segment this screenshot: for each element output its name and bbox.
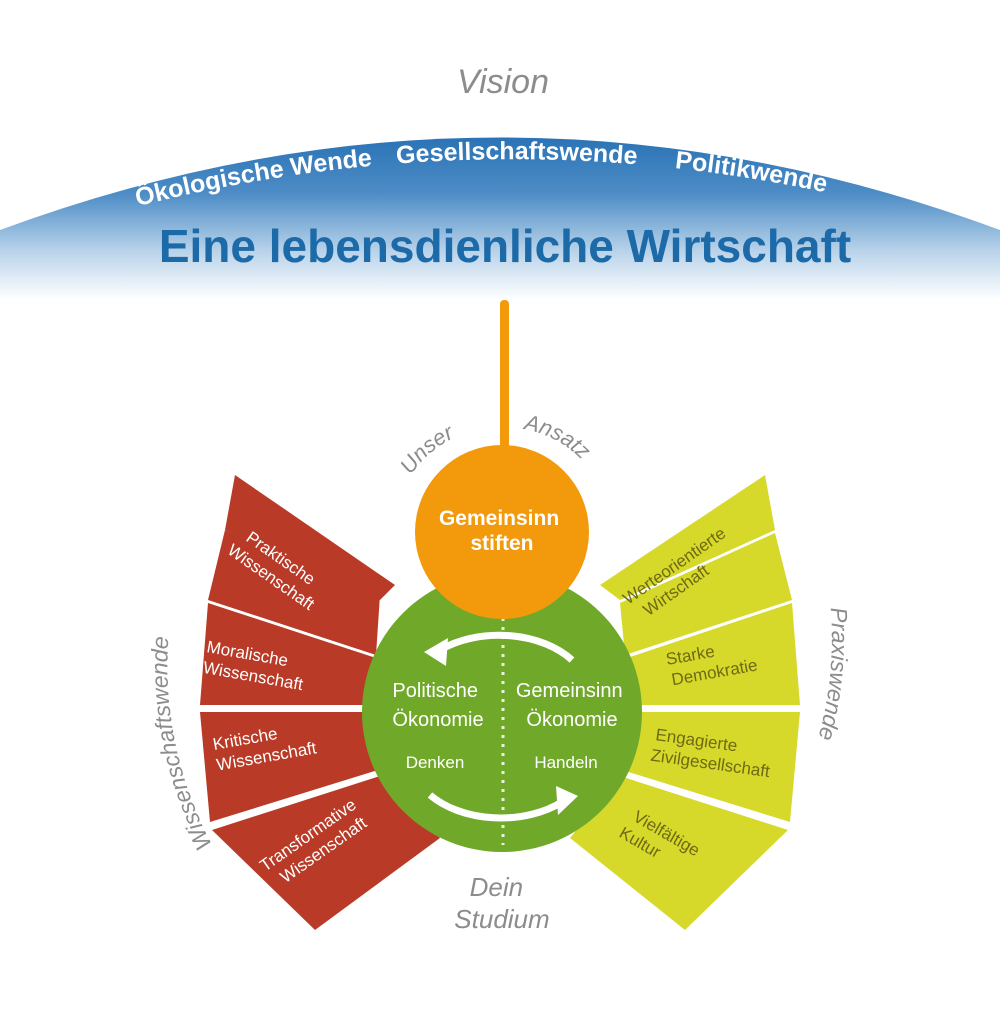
svg-text:Gemeinsinn Ökonomie: Gemeinsinn Ökonomie	[516, 680, 628, 731]
center-left-verb: Denken	[406, 753, 465, 772]
right-segment-3	[622, 712, 800, 822]
svg-text:Politische Ökonomie: Politische Ökonomie	[392, 680, 483, 731]
left-fan	[200, 475, 440, 930]
left-segment-4	[212, 776, 440, 930]
right-arc-label: Praxiswende	[814, 606, 853, 743]
arrow-top-icon	[438, 631, 575, 663]
vision-dome	[0, 137, 1000, 300]
right-fan	[570, 475, 800, 930]
center-left-line2: Ökonomie	[392, 709, 483, 731]
right-segment-1	[620, 533, 792, 655]
left-segment-1	[208, 530, 380, 655]
center-right-verb: Handeln	[534, 753, 597, 772]
core-line2: stiften	[471, 532, 534, 555]
svg-text:Gesellschaftswende: Gesellschaftswende	[395, 137, 639, 170]
arrow-bottom-icon	[427, 792, 564, 822]
center-left-line1: Politische	[392, 680, 478, 702]
vision-label: Vision	[457, 63, 549, 101]
svg-text:Praxiswende: Praxiswende	[814, 606, 853, 743]
study-line1: Dein	[470, 872, 523, 902]
svg-text:Dein Studium: Dein Studium	[454, 872, 549, 934]
page-title: Eine lebensdienliche Wirtschaft	[159, 220, 851, 272]
left-segment-2	[200, 603, 376, 705]
core-line1: Gemeinsinn	[439, 507, 559, 530]
left-segment-3	[200, 712, 378, 822]
svg-text:Gemeinsinn stiften: Gemeinsinn stiften	[439, 507, 565, 555]
wende-society: Gesellschaftswende	[395, 137, 639, 170]
center-right-line1: Gemeinsinn	[516, 680, 623, 702]
right-segment-2	[627, 603, 800, 705]
study-line2: Studium	[454, 904, 549, 934]
connector-line	[500, 300, 509, 470]
center-circle	[362, 572, 642, 852]
right-segment-4	[570, 776, 788, 930]
center-right-line2: Ökonomie	[526, 709, 617, 731]
core-circle	[415, 445, 589, 619]
